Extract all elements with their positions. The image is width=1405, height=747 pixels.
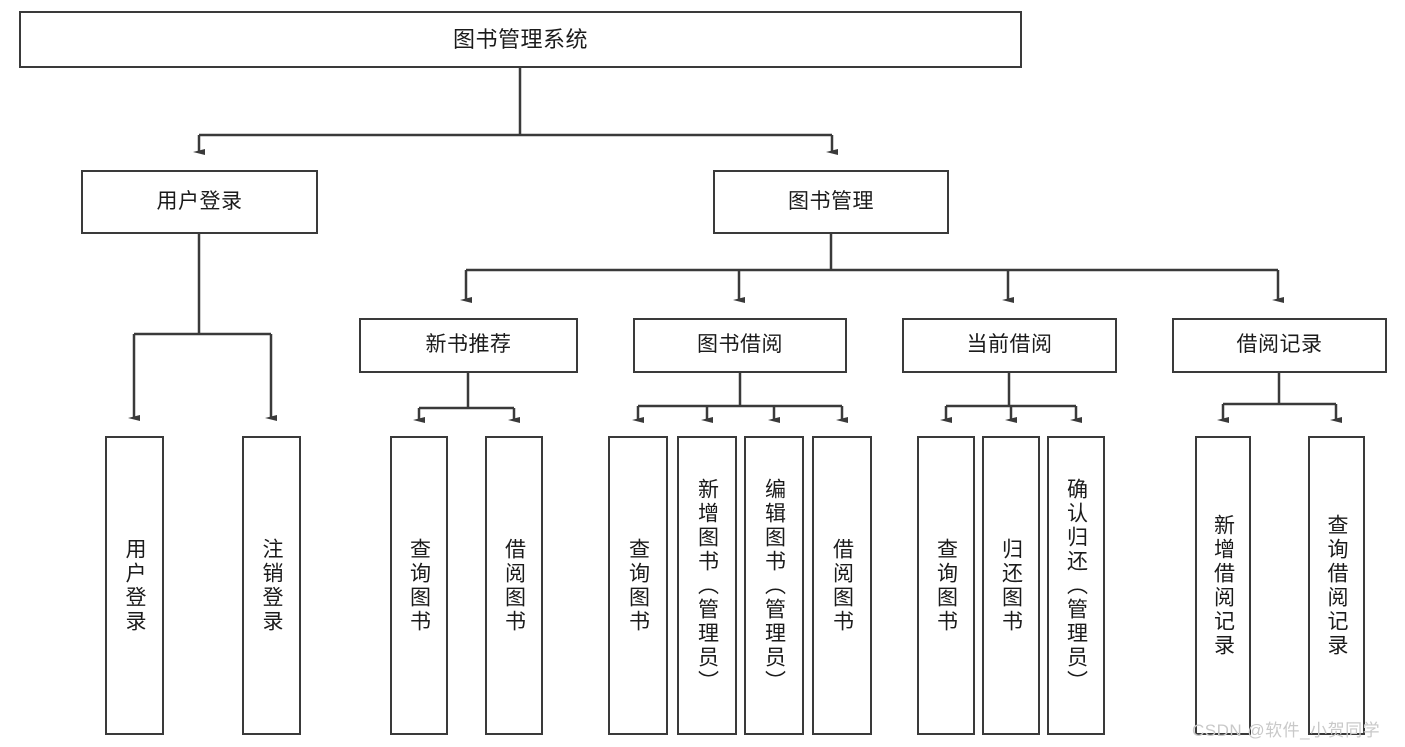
leaf-edit-book-admin-label: 编辑图书（管理员） xyxy=(762,477,786,694)
leaf-query-book-label: 查询图书 xyxy=(626,537,650,634)
leaf-return-book[interactable]: 归还图书 xyxy=(982,436,1040,735)
leaf-edit-book-admin[interactable]: 编辑图书（管理员） xyxy=(744,436,804,735)
leaf-borrow-book[interactable]: 借阅图书 xyxy=(812,436,872,735)
leaf-confirm-return-admin[interactable]: 确认归还（管理员） xyxy=(1047,436,1105,735)
leaf-query-borrow-record[interactable]: 查询借阅记录 xyxy=(1308,436,1365,735)
node-new-book-recommend-label: 新书推荐 xyxy=(425,333,512,357)
node-root[interactable]: 图书管理系统 xyxy=(19,11,1022,68)
leaf-user-login[interactable]: 用户登录 xyxy=(105,436,164,735)
leaf-logout[interactable]: 注销登录 xyxy=(242,436,301,735)
leaf-query-book-new[interactable]: 查询图书 xyxy=(390,436,448,735)
leaf-add-borrow-record[interactable]: 新增借阅记录 xyxy=(1195,436,1251,735)
node-user-login[interactable]: 用户登录 xyxy=(81,170,318,234)
node-current-borrow[interactable]: 当前借阅 xyxy=(902,318,1117,373)
watermark: CSDN @软件_小贺同学 xyxy=(1192,721,1381,740)
node-borrow-record[interactable]: 借阅记录 xyxy=(1172,318,1387,373)
node-book-borrow[interactable]: 图书借阅 xyxy=(633,318,847,373)
node-current-borrow-label: 当前借阅 xyxy=(966,333,1053,357)
leaf-query-book-new-label: 查询图书 xyxy=(407,537,431,634)
leaf-borrow-book-new-label: 借阅图书 xyxy=(502,537,526,634)
leaf-query-book-current-label: 查询图书 xyxy=(934,537,958,634)
node-borrow-record-label: 借阅记录 xyxy=(1236,333,1323,357)
node-book-borrow-label: 图书借阅 xyxy=(697,333,783,357)
leaf-query-book[interactable]: 查询图书 xyxy=(608,436,668,735)
leaf-add-borrow-record-label: 新增借阅记录 xyxy=(1211,513,1235,658)
leaf-query-book-current[interactable]: 查询图书 xyxy=(917,436,975,735)
leaf-borrow-book-new[interactable]: 借阅图书 xyxy=(485,436,543,735)
leaf-confirm-return-admin-label: 确认归还（管理员） xyxy=(1064,477,1088,694)
leaf-add-book-admin-label: 新增图书（管理员） xyxy=(695,477,719,694)
node-book-management[interactable]: 图书管理 xyxy=(713,170,949,234)
leaf-query-borrow-record-label: 查询借阅记录 xyxy=(1325,513,1348,658)
node-new-book-recommend[interactable]: 新书推荐 xyxy=(359,318,578,373)
leaf-user-login-label: 用户登录 xyxy=(123,537,146,634)
node-root-label: 图书管理系统 xyxy=(452,26,588,52)
leaf-add-book-admin[interactable]: 新增图书（管理员） xyxy=(677,436,737,735)
node-book-management-label: 图书管理 xyxy=(788,189,874,213)
leaf-borrow-book-label: 借阅图书 xyxy=(830,537,854,634)
leaf-return-book-label: 归还图书 xyxy=(999,537,1023,634)
leaf-logout-label: 注销登录 xyxy=(260,537,283,634)
node-user-login-label: 用户登录 xyxy=(156,189,243,213)
